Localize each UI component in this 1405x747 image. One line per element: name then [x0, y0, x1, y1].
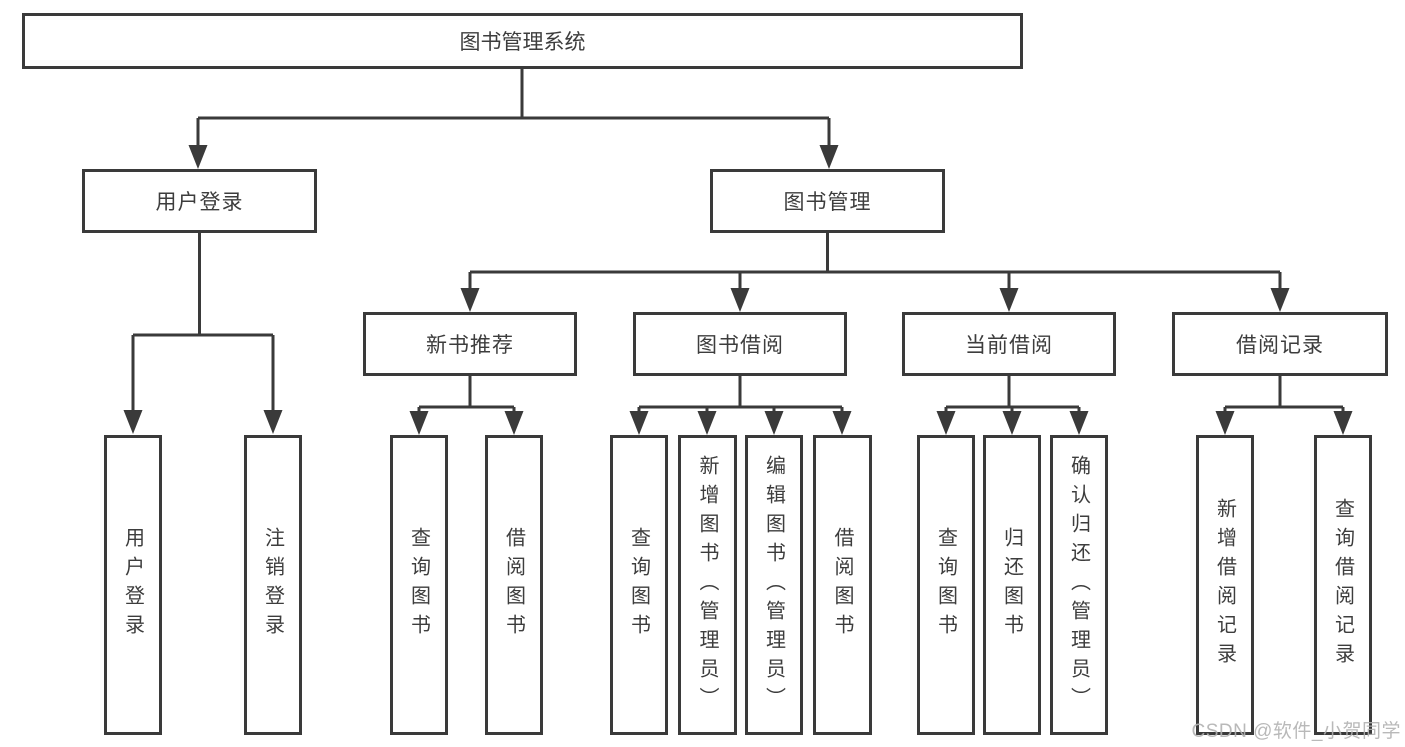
connector-line [196, 69, 831, 147]
leaf-return-books: 归还图书 [983, 435, 1041, 735]
arrowhead-down-icon [409, 411, 524, 435]
node-label: 当前借阅 [965, 334, 1053, 357]
connector-book-borrowing-to-leaves [629, 376, 852, 435]
connector-root-to-level2 [188, 69, 839, 169]
node-label: 新书推荐 [426, 334, 514, 357]
node-label: 用户登录 [155, 191, 244, 214]
leaf-query-borrow-record: 查询借阅记录 [1314, 435, 1372, 735]
connector-user-login-to-leaves [123, 233, 283, 434]
connector-book-management-to-modules [460, 233, 1290, 312]
connector-line [417, 376, 516, 413]
leaf-confirm-return-admin: 确认归还（管理员） [1050, 435, 1108, 735]
leaf-label: 确认归还（管理员） [1067, 454, 1090, 716]
leaf-add-book-admin: 新增图书（管理员） [678, 435, 737, 735]
arrowhead-down-icon [460, 288, 1290, 312]
node-current-borrowing: 当前借阅 [902, 312, 1116, 376]
leaf-label: 编辑图书（管理员） [762, 454, 785, 716]
leaf-edit-book-admin: 编辑图书（管理员） [745, 435, 803, 735]
node-library-management-system: 图书管理系统 [22, 13, 1023, 69]
node-borrow-records: 借阅记录 [1172, 312, 1388, 376]
leaf-label: 新增借阅记录 [1213, 498, 1236, 672]
leaf-query-books-recommend: 查询图书 [390, 435, 448, 735]
leaf-query-books-current: 查询图书 [917, 435, 975, 735]
leaf-borrow-books-recommend: 借阅图书 [485, 435, 543, 735]
leaf-borrow-books-borrowing: 借阅图书 [813, 435, 872, 735]
arrowhead-down-icon [936, 411, 1089, 435]
leaf-add-borrow-record: 新增借阅记录 [1196, 435, 1254, 735]
node-new-book-recommend: 新书推荐 [363, 312, 577, 376]
leaf-label: 归还图书 [1000, 527, 1023, 643]
leaf-logout: 注销登录 [244, 435, 302, 735]
connector-current-borrowing-to-leaves [936, 376, 1089, 435]
leaf-label: 查询图书 [407, 527, 430, 643]
connector-line [637, 376, 844, 413]
leaf-user-login: 用户登录 [104, 435, 162, 735]
arrowhead-down-icon [1215, 411, 1353, 435]
node-user-login: 用户登录 [82, 169, 317, 233]
leaf-label: 借阅图书 [831, 527, 853, 643]
leaf-label: 查询图书 [627, 527, 650, 643]
node-label: 图书管理 [783, 191, 872, 214]
node-label: 图书借阅 [696, 334, 784, 357]
leaf-label: 用户登录 [121, 527, 144, 643]
connector-line [131, 233, 275, 412]
arrowhead-down-icon [629, 411, 852, 435]
node-book-borrowing: 图书借阅 [633, 312, 847, 376]
leaf-label: 新增图书（管理员） [696, 454, 718, 716]
connector-line [1223, 376, 1345, 413]
csdn-watermark: CSDN @软件_小贺同学 [1191, 721, 1401, 742]
leaf-label: 借阅图书 [502, 527, 525, 643]
connector-line [944, 376, 1081, 413]
leaf-label: 查询图书 [934, 527, 957, 643]
connector-line [468, 233, 1282, 291]
node-label: 图书管理系统 [459, 31, 586, 54]
node-label: 借阅记录 [1236, 334, 1324, 357]
connector-new-book-recommend-to-leaves [409, 376, 524, 435]
node-book-management: 图书管理 [710, 169, 945, 233]
leaf-query-books-borrowing: 查询图书 [610, 435, 668, 735]
arrowhead-down-icon [123, 410, 283, 434]
leaf-label: 查询借阅记录 [1331, 498, 1354, 672]
leaf-label: 注销登录 [261, 527, 284, 643]
arrowhead-down-icon [188, 145, 839, 169]
connector-borrow-records-to-leaves [1215, 376, 1353, 435]
